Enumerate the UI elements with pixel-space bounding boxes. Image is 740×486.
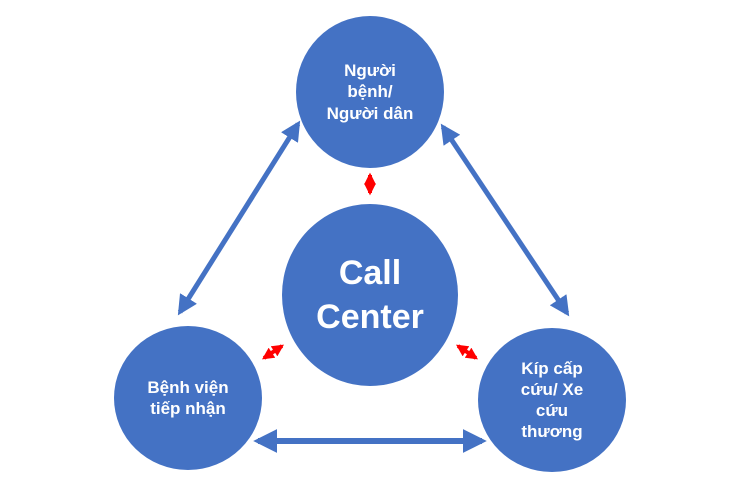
- label-line: Người dân: [326, 103, 414, 123]
- label-line: cứu: [535, 401, 569, 420]
- label-patient: Người bệnh/ Người dân: [296, 16, 444, 168]
- node-patient: [296, 16, 444, 168]
- label-line: Call: [338, 253, 402, 292]
- label-call-center: Call Center: [282, 204, 458, 386]
- label-line: Người: [344, 61, 396, 81]
- node-hospital: [114, 326, 262, 470]
- label-line: thương: [521, 422, 583, 442]
- label-line: Kíp cấp: [521, 358, 583, 378]
- label-line: Bệnh viện: [147, 377, 229, 397]
- label-line: Center: [316, 298, 424, 336]
- node-ambulance: [478, 328, 626, 472]
- label-line: cứu/ Xe: [520, 379, 584, 399]
- arrow-patient-ambulance: [440, 123, 570, 317]
- label-line: tiếp nhận: [150, 399, 226, 418]
- node-call-center: [282, 204, 458, 386]
- label-ambulance: Kíp cấp cứu/ Xe cứu thương: [478, 328, 626, 472]
- arrow-center-ambulance: [456, 344, 478, 360]
- arrow-center-hospital: [262, 344, 284, 360]
- label-line: bệnh/: [347, 82, 393, 102]
- label-hospital: Bệnh viện tiếp nhận: [114, 326, 262, 470]
- arrow-patient-hospital: [177, 120, 301, 316]
